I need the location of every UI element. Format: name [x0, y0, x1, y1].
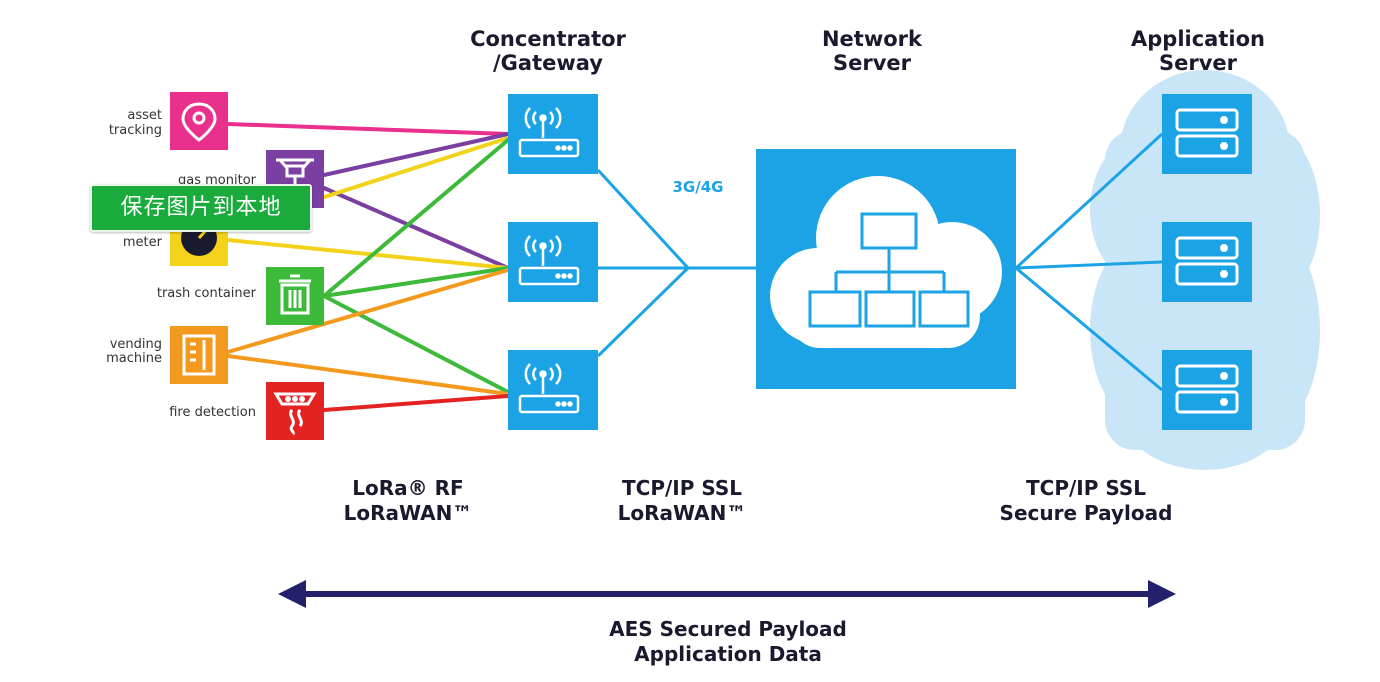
gateway-1: [508, 94, 598, 174]
application-server-1: [1162, 94, 1252, 174]
column-headers: Concentrator /Gateway Network Server App…: [470, 27, 1265, 75]
footer-line-2: Application Data: [634, 642, 822, 666]
wifi-router-icon: [518, 107, 580, 158]
label-trash: trash container: [157, 286, 257, 301]
protocol-tcp-2: LoRaWAN™: [618, 501, 747, 525]
vending-machine-icon: [182, 334, 216, 376]
device-fire-detection: [266, 382, 324, 440]
application-server-2: [1162, 222, 1252, 302]
device-links: [226, 122, 510, 412]
application-server-3: [1162, 350, 1252, 430]
device-trash-container: [266, 267, 324, 325]
protocol-rf-2: LoRaWAN™: [344, 501, 473, 525]
header-application-2: Server: [1159, 51, 1238, 75]
footer-labels: AES Secured Payload Application Data: [609, 617, 847, 666]
server-icon: [1175, 364, 1239, 414]
protocol-labels: LoRa® RF LoRaWAN™ TCP/IP SSL LoRaWAN™ TC…: [344, 476, 1173, 525]
header-network-2: Server: [833, 51, 912, 75]
label-vending-2: machine: [106, 351, 162, 366]
gateway-2: [508, 222, 598, 302]
wifi-router-icon: [518, 363, 580, 414]
wifi-router-icon: [518, 235, 580, 286]
device-asset-tracking: [170, 92, 228, 150]
protocol-rf-1: LoRa® RF: [352, 476, 463, 500]
location-pin-icon: [181, 102, 217, 142]
aes-double-arrow: [278, 580, 1176, 608]
server-icon: [1175, 108, 1239, 158]
network-server: [756, 149, 1016, 389]
label-asset-1: asset: [127, 108, 162, 123]
header-concentrator-2: /Gateway: [493, 51, 603, 75]
label-asset-2: tracking: [109, 123, 162, 138]
save-image-button[interactable]: 保存图片到本地: [90, 184, 312, 232]
header-application-1: Application: [1131, 27, 1265, 51]
label-vending-1: vending: [110, 337, 162, 352]
backhaul-links: [596, 168, 756, 358]
protocol-secure-1: TCP/IP SSL: [1026, 476, 1146, 500]
label-water-2: meter: [123, 235, 163, 250]
smoke-detector-icon: [273, 392, 317, 436]
server-icon: [1175, 236, 1239, 286]
trash-can-icon: [279, 274, 311, 315]
footer-line-1: AES Secured Payload: [609, 617, 847, 641]
app-links: [1014, 132, 1164, 392]
protocol-tcp-1: TCP/IP SSL: [622, 476, 742, 500]
protocol-secure-2: Secure Payload: [1000, 501, 1173, 525]
gateway-3: [508, 350, 598, 430]
device-vending-machine: [170, 326, 228, 384]
network-topology-icon: [808, 212, 970, 328]
link-label-3g4g: 3G/4G: [673, 178, 724, 196]
header-concentrator-1: Concentrator: [470, 27, 626, 51]
label-fire: fire detection: [169, 405, 256, 420]
header-network-1: Network: [822, 27, 923, 51]
